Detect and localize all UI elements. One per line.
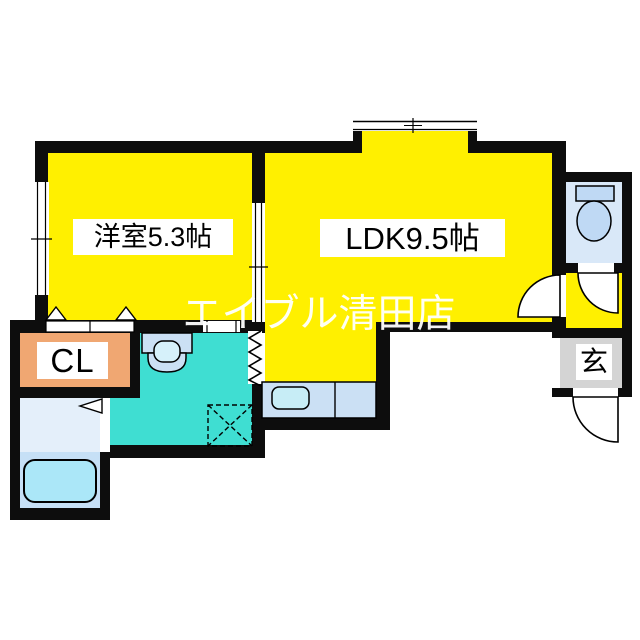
- kitchen-sink: [271, 386, 310, 410]
- washing-machine-pan: [207, 404, 253, 447]
- walls: [10, 122, 632, 520]
- window-west: [31, 182, 52, 295]
- entrance-label: 玄: [576, 344, 612, 380]
- kitchen-counter: [261, 381, 377, 419]
- accordion-door: [247, 330, 263, 387]
- western-room-label: 洋室5.3帖: [73, 219, 233, 255]
- toilet-door: [577, 263, 619, 314]
- partition-sliding-door: [249, 203, 268, 322]
- washroom-opening: [203, 320, 240, 333]
- closet-label: CL: [37, 342, 108, 379]
- bathtub: [23, 459, 97, 503]
- window-bay: [353, 118, 477, 133]
- wash-basin: [141, 332, 193, 373]
- toilet-fixture: [575, 185, 615, 242]
- bathroom-sliding-door: [77, 398, 110, 452]
- ldk-label: LDK9.5帖: [320, 219, 505, 257]
- closet-folding-doors: [44, 305, 138, 333]
- ldk-door: [517, 274, 566, 318]
- entrance-door: [572, 388, 619, 443]
